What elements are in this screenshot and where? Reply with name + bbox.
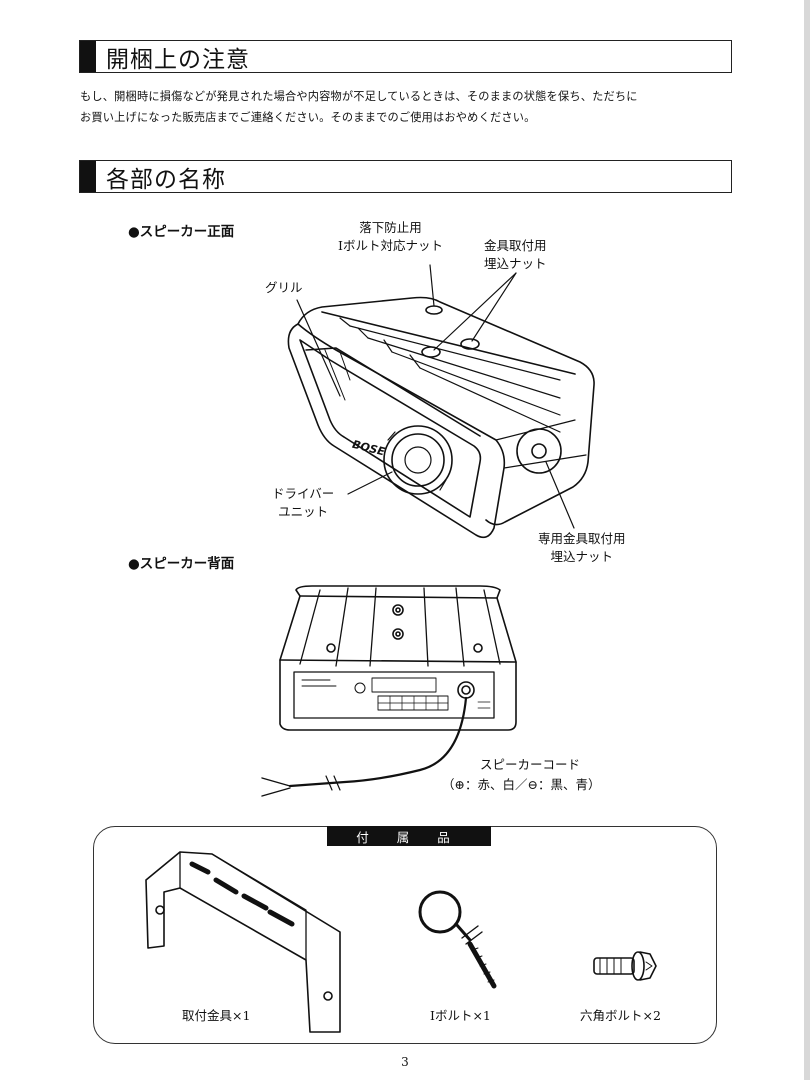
label-line: 落下防止用 <box>359 220 422 235</box>
accessories-title: 付 属 品 <box>327 826 491 846</box>
label-line: 埋込ナット <box>550 549 614 564</box>
front-view-heading: ●スピーカー正面 <box>128 224 235 240</box>
unpacking-paragraph-line-1: もし、開梱時に損傷などが発見された場合や内容物が不足しているときは、そのままの状… <box>80 90 638 103</box>
speaker-back-illustration <box>261 585 517 797</box>
label-cord-polarity: （⊕：赤、白／⊖：黒、青） <box>442 777 601 792</box>
section-header-parts: 各部の名称 <box>79 160 732 193</box>
accessory-label-hex-bolt: 六角ボルト×2 <box>580 1008 661 1023</box>
mounting-bracket-illustration <box>145 851 341 1033</box>
label-line: 専用金具取付用 <box>538 531 626 546</box>
label-bracket-nut: 金具取付用 埋込ナット <box>484 237 547 273</box>
section-header-bar <box>80 161 96 192</box>
label-line: ユニット <box>278 504 329 519</box>
speaker-front-illustration <box>287 264 595 539</box>
label-line: ドライバー <box>272 486 335 501</box>
page-number: 3 <box>401 1055 409 1069</box>
bose-logo: BOSE <box>351 438 387 459</box>
label-dedicated-bracket-nut: 専用金具取付用 埋込ナット <box>538 530 626 566</box>
label-driver-unit: ドライバー ユニット <box>272 485 334 521</box>
eye-bolt-illustration <box>418 890 497 989</box>
section-header-unpacking: 開梱上の注意 <box>79 40 732 73</box>
hex-bolt-illustration <box>593 951 657 981</box>
label-line: Iボルト対応ナット <box>338 238 443 253</box>
page-edge-shadow <box>804 0 810 1080</box>
label-speaker-cord: スピーカーコード <box>480 757 581 772</box>
section-title-parts: 各部の名称 <box>106 166 226 193</box>
accessory-label-bracket: 取付金具×1 <box>182 1008 251 1023</box>
unpacking-paragraph-line-2: お買い上げになった販売店までご連絡ください。そのままでのご使用はおやめください。 <box>80 111 536 124</box>
accessory-label-eye-bolt: Iボルト×1 <box>430 1008 491 1023</box>
section-header-bar <box>80 41 96 72</box>
label-line: 金具取付用 <box>484 238 547 253</box>
label-fall-prevention-nut: 落下防止用 Iボルト対応ナット <box>338 219 443 255</box>
back-view-heading: ●スピーカー背面 <box>128 556 235 572</box>
label-line: 埋込ナット <box>484 256 547 271</box>
label-grille: グリル <box>265 280 303 295</box>
section-title-unpacking: 開梱上の注意 <box>106 46 250 73</box>
